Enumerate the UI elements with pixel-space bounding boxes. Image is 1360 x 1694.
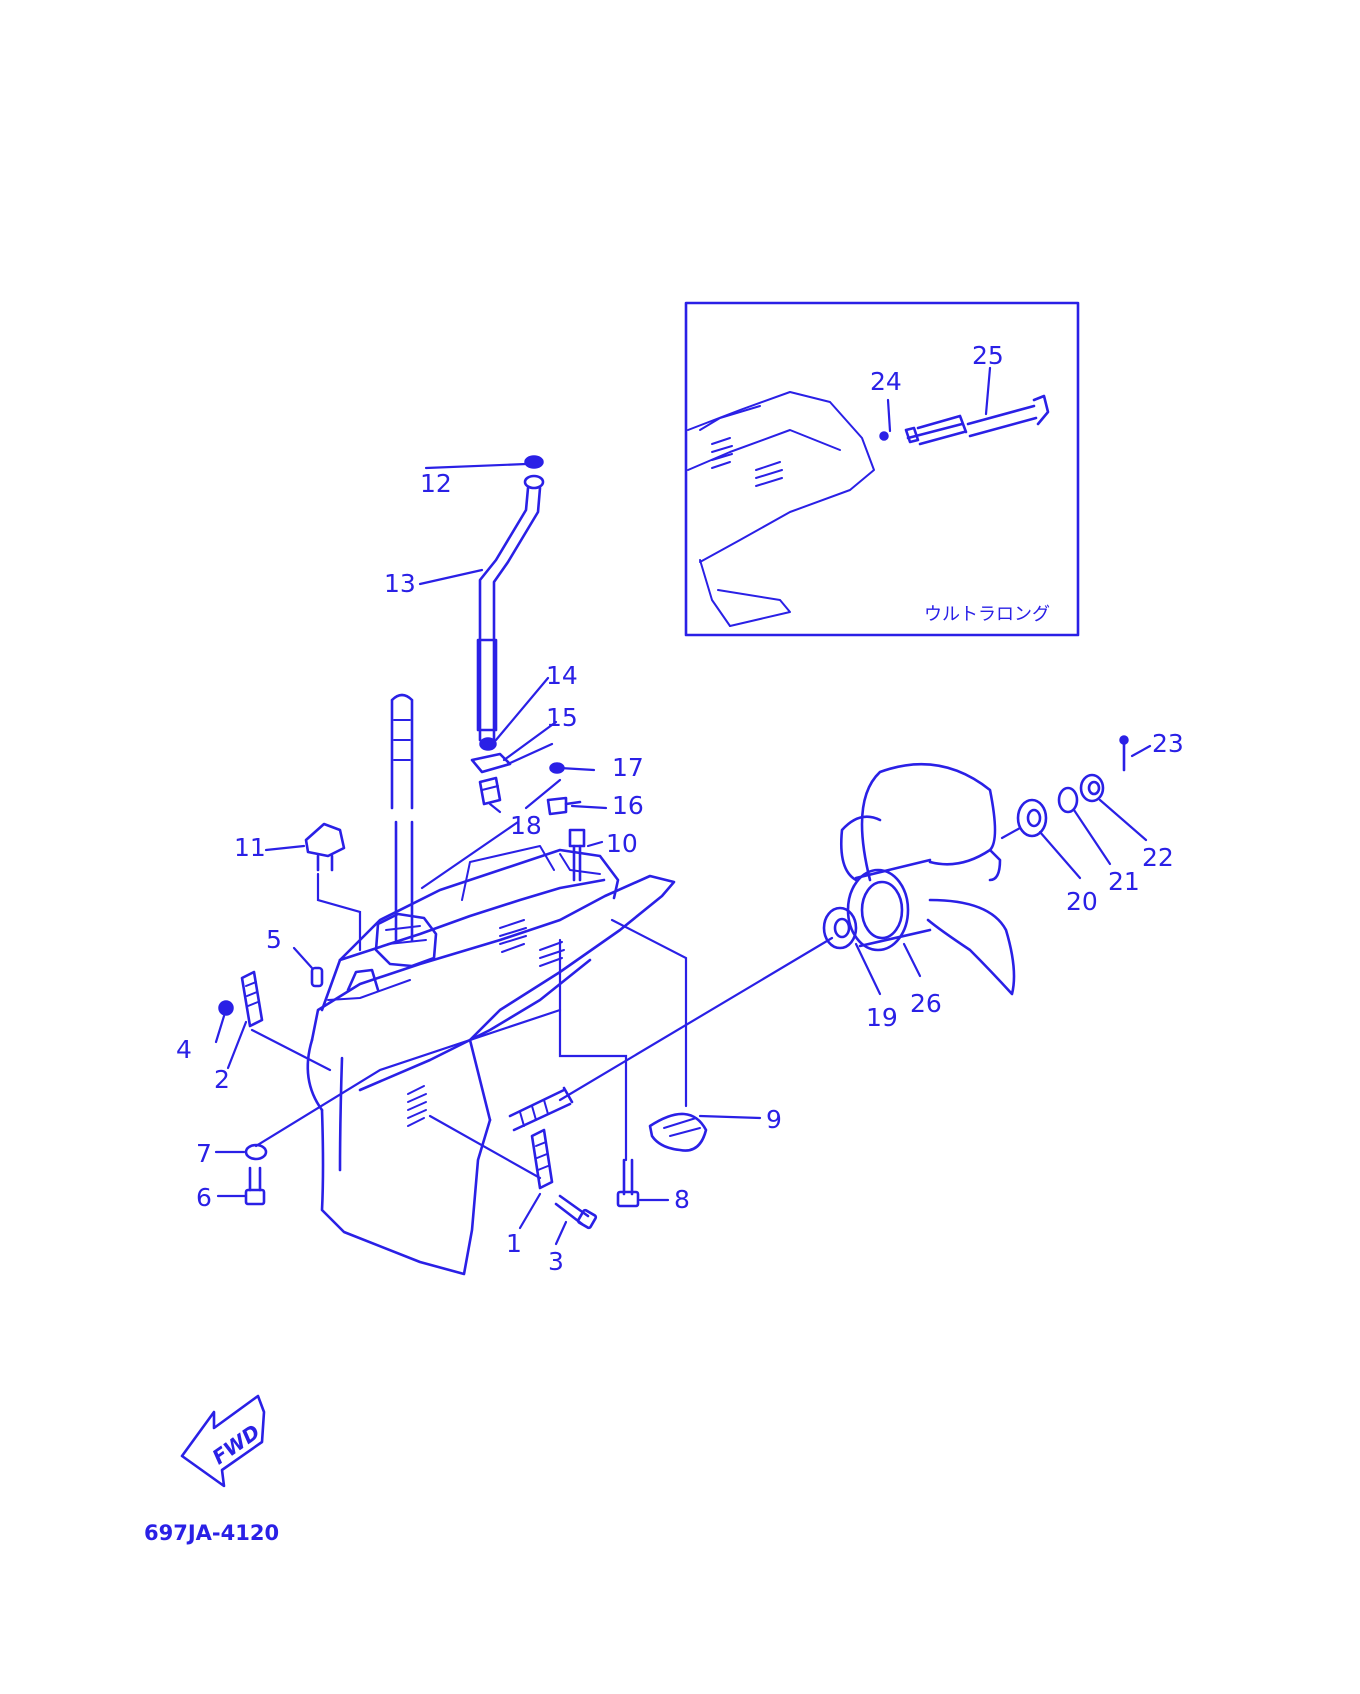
label-part-17: 17 [612, 753, 644, 782]
label-part-9: 9 [766, 1105, 782, 1134]
label-part-2: 2 [214, 1065, 230, 1094]
label-part-3: 3 [548, 1247, 564, 1276]
label-part-23: 23 [1152, 729, 1184, 758]
label-part-1: 1 [506, 1229, 522, 1258]
part-number-labels: 1 2 3 4 5 6 7 8 9 10 11 12 13 14 15 16 1… [176, 341, 1184, 1276]
shift-rod [476, 455, 545, 742]
label-part-19: 19 [866, 1003, 898, 1032]
label-part-14: 14 [546, 661, 578, 690]
inset-ultra-long [684, 301, 1080, 637]
label-part-13: 13 [384, 569, 416, 598]
label-part-4: 4 [176, 1035, 192, 1064]
label-part-10: 10 [606, 829, 638, 858]
inset-housing-grid-marks [711, 437, 783, 487]
leader-lines [214, 462, 1152, 1246]
inset-caption: ウルトラロング [924, 604, 1050, 625]
label-part-24: 24 [870, 367, 902, 396]
propeller-shaft [508, 1086, 574, 1132]
label-part-8: 8 [674, 1185, 690, 1214]
drawing-code: 697JA-4120 [144, 1521, 279, 1545]
propeller-assembly [558, 735, 1129, 1102]
label-part-20: 20 [1066, 887, 1098, 916]
label-part-22: 22 [1142, 843, 1174, 872]
label-part-5: 5 [266, 925, 282, 954]
label-part-18: 18 [510, 811, 542, 840]
label-part-7: 7 [196, 1139, 212, 1168]
lower-unit-housing [306, 845, 676, 1276]
label-part-11: 11 [234, 833, 266, 862]
label-part-25: 25 [972, 341, 1004, 370]
label-part-15: 15 [546, 703, 578, 732]
label-part-6: 6 [196, 1183, 212, 1212]
drive-shaft [390, 693, 414, 942]
label-part-21: 21 [1108, 867, 1140, 896]
housing-grid-marks [407, 919, 565, 1127]
label-part-26: 26 [910, 989, 942, 1018]
label-part-12: 12 [420, 469, 452, 498]
label-part-16: 16 [612, 791, 644, 820]
fwd-arrow-icon: FWD [180, 1394, 266, 1488]
